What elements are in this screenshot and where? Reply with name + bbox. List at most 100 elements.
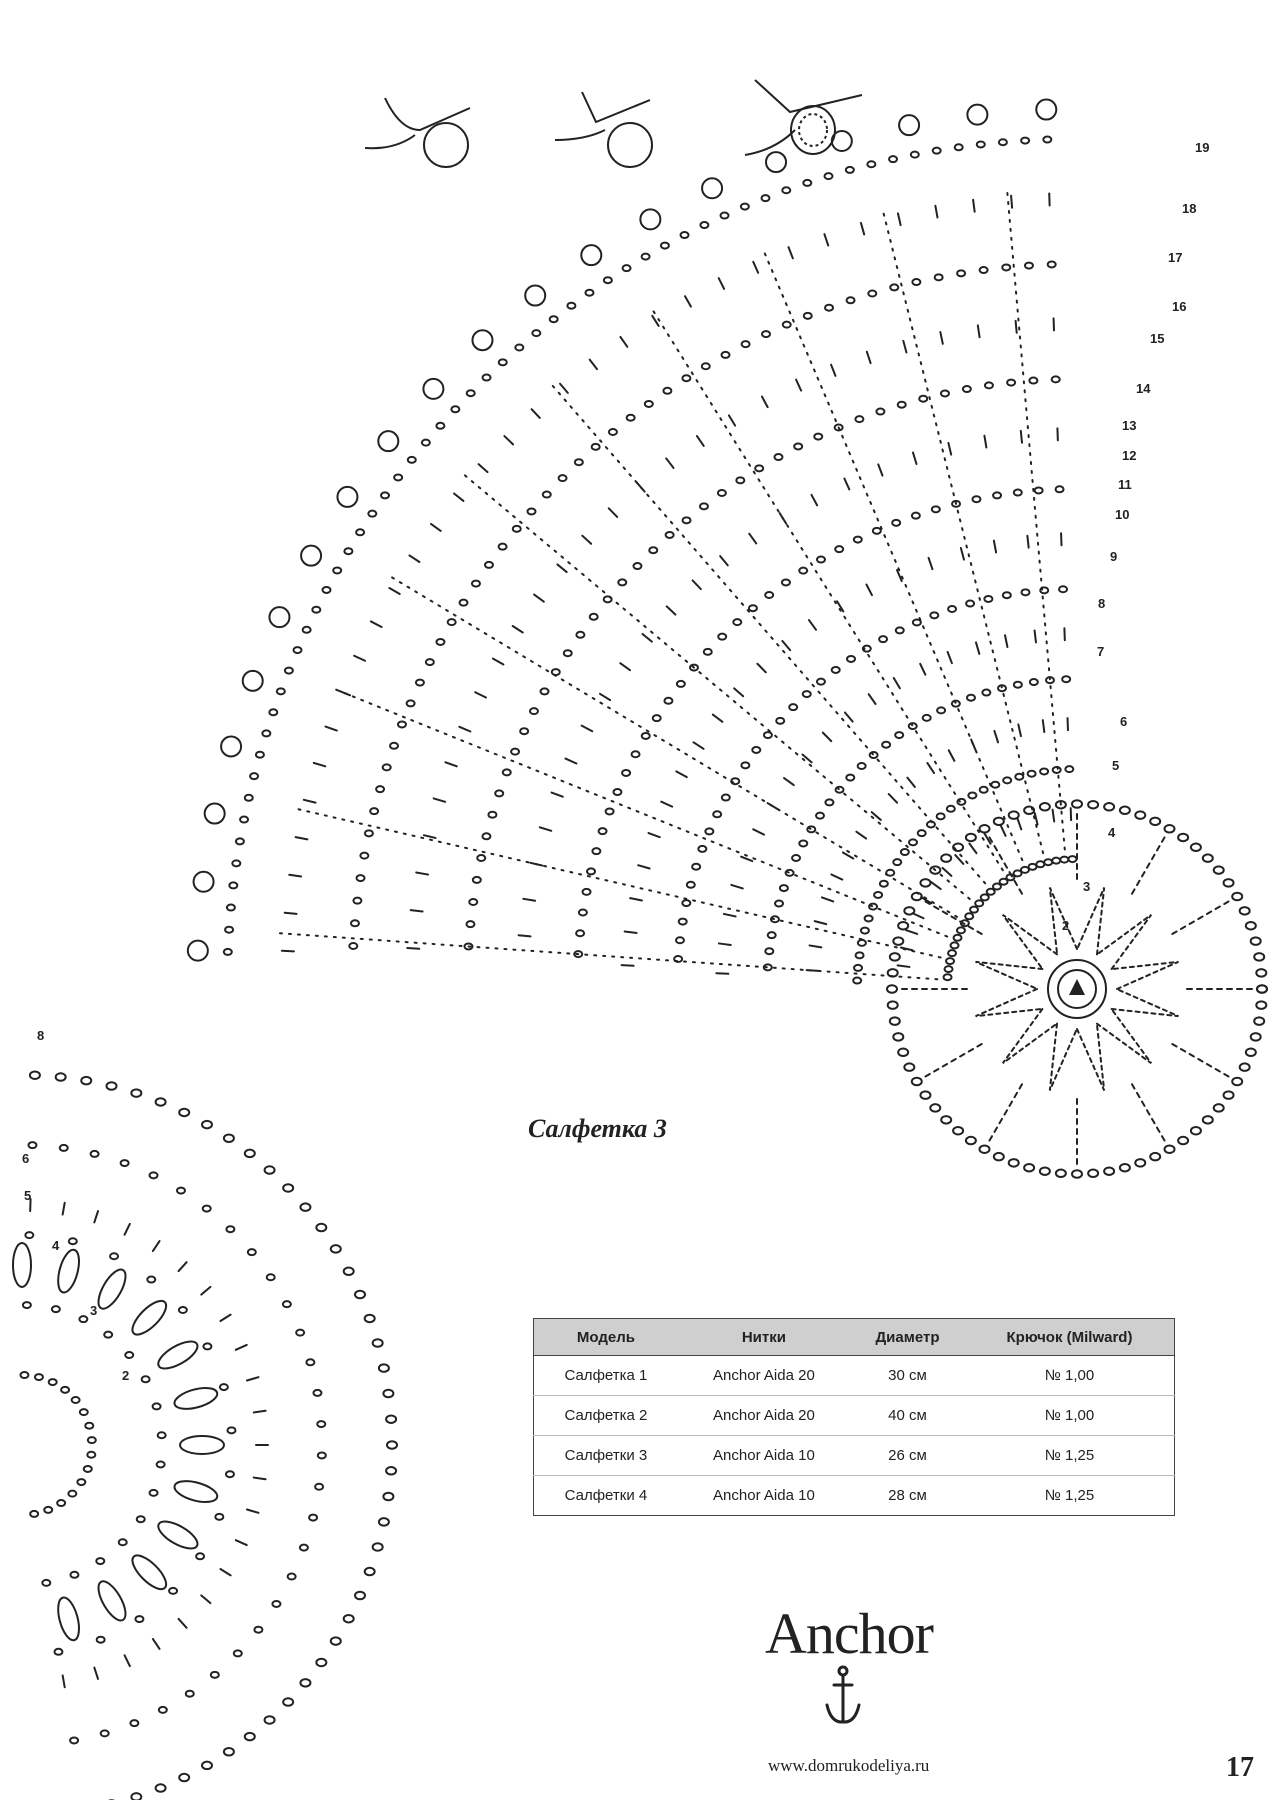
table-row: Салфетки 4 Anchor Aida 10 28 см № 1,25	[534, 1476, 1175, 1516]
chain-stitch	[907, 838, 918, 847]
chain-stitch	[308, 1513, 319, 1522]
chain-stitch	[575, 929, 586, 938]
chain-stitch	[1256, 984, 1268, 994]
table-cell: Anchor Aida 20	[677, 1395, 850, 1436]
double-crochet-stitch	[920, 896, 933, 905]
row-number: 15	[1150, 331, 1164, 346]
double-crochet-stitch	[836, 600, 845, 613]
chain-stitch	[314, 1482, 325, 1491]
chain-stitch	[78, 1408, 89, 1417]
chain-stitch	[1043, 858, 1054, 867]
double-crochet-stitch	[927, 556, 934, 571]
row-number: 5	[1112, 758, 1119, 773]
chain-stitch	[1023, 805, 1036, 816]
double-crochet-stitch	[810, 493, 819, 507]
double-crochet-stitch	[234, 1343, 248, 1351]
double-crochet-stitch	[491, 657, 505, 666]
chain-stitch	[754, 464, 765, 473]
chain-stitch	[918, 394, 929, 403]
picot-loop	[336, 485, 359, 508]
chain-stitch	[1050, 375, 1061, 384]
leaf-stitch	[131, 1554, 168, 1591]
double-crochet-stitch	[353, 654, 367, 662]
chain-spoke	[551, 384, 987, 885]
chain-stitch	[76, 1478, 87, 1487]
table-cell: Салфетка 1	[533, 1355, 678, 1396]
double-crochet-stitch	[408, 554, 421, 564]
double-crochet-stitch	[807, 619, 818, 631]
chain-stitch	[231, 859, 242, 868]
double-crochet-stitch	[717, 942, 732, 946]
chain-stitch	[823, 172, 834, 181]
chain-stitch	[965, 693, 976, 702]
table-cell: Anchor Aida 10	[677, 1435, 850, 1476]
table-cell: Салфетки 3	[533, 1435, 678, 1476]
double-crochet-stitch	[177, 1261, 188, 1273]
chain-stitch	[947, 949, 958, 958]
chain-stitch	[813, 432, 824, 441]
chain-stitch	[929, 1103, 942, 1113]
chain-stitch	[975, 140, 986, 149]
website-url[interactable]: www.domrukodeliya.ru	[768, 1756, 930, 1775]
chain-stitch	[528, 707, 539, 716]
diagram-caption: Салфетка 3	[528, 1114, 667, 1143]
chain-stitch	[955, 926, 966, 935]
star-point	[1001, 913, 1058, 970]
chain-stitch	[830, 665, 841, 674]
double-crochet-stitch	[151, 1240, 161, 1253]
chain-stitch	[591, 847, 602, 856]
chain-stitch	[921, 713, 932, 722]
chain-stitch	[86, 1436, 97, 1445]
chain-stitch	[1007, 1158, 1020, 1168]
chain-stitch	[1255, 968, 1268, 978]
chain-stitch	[1222, 1090, 1235, 1100]
chain-stitch	[195, 1552, 206, 1561]
double-crochet-stitch	[733, 687, 745, 698]
chain-stitch	[625, 413, 636, 422]
chain-stitch	[481, 832, 492, 841]
chain-stitch	[621, 768, 632, 777]
double-crochet-stitch	[288, 873, 303, 878]
chain-stitch	[1177, 832, 1190, 843]
chain-stitch	[315, 1657, 328, 1668]
double-crochet-stitch	[877, 463, 884, 477]
table-cell: № 1,00	[964, 1395, 1175, 1436]
chain-stitch	[845, 296, 856, 305]
double-crochet-stitch	[717, 277, 726, 290]
chain-stitch	[1134, 810, 1147, 820]
chain-stitch	[385, 1466, 398, 1476]
double-crochet-stitch	[691, 579, 702, 591]
chain-stitch	[316, 1420, 327, 1429]
leaf-stitch	[179, 1435, 225, 1455]
chain-stitch	[435, 421, 446, 430]
chain-stitch	[69, 1570, 80, 1579]
chain-stitch	[929, 611, 940, 620]
picot-loop	[524, 284, 547, 307]
chain-stitch	[154, 1097, 167, 1107]
chain-stitch	[590, 442, 601, 451]
double-crochet-stitch	[752, 260, 760, 274]
table-cell: № 1,25	[964, 1435, 1175, 1476]
chain-stitch	[894, 731, 905, 740]
chain-stitch	[859, 926, 870, 935]
chain-stitch	[888, 155, 899, 164]
chain-stitch	[494, 789, 505, 798]
double-crochet-stitch	[651, 314, 660, 327]
chain-stitch	[1012, 680, 1023, 689]
chain-stitch	[154, 1783, 167, 1793]
chain-stitch	[793, 442, 804, 451]
double-crochet-stitch	[151, 1637, 161, 1650]
leaf-stitch	[57, 1596, 80, 1642]
chain-stitch	[420, 438, 431, 447]
chain-stitch	[243, 1148, 256, 1159]
chain-stitch	[854, 951, 865, 960]
chain-stitch	[935, 812, 946, 821]
chain-stitch	[1071, 799, 1083, 809]
chain-stitch	[483, 560, 494, 569]
motif-spoke	[920, 898, 983, 935]
chain-stitch	[868, 902, 879, 911]
start-arrow-icon	[1047, 959, 1107, 1019]
chain-stitch	[956, 269, 967, 278]
chain-stitch	[881, 740, 892, 749]
chain-stitch	[261, 729, 272, 738]
